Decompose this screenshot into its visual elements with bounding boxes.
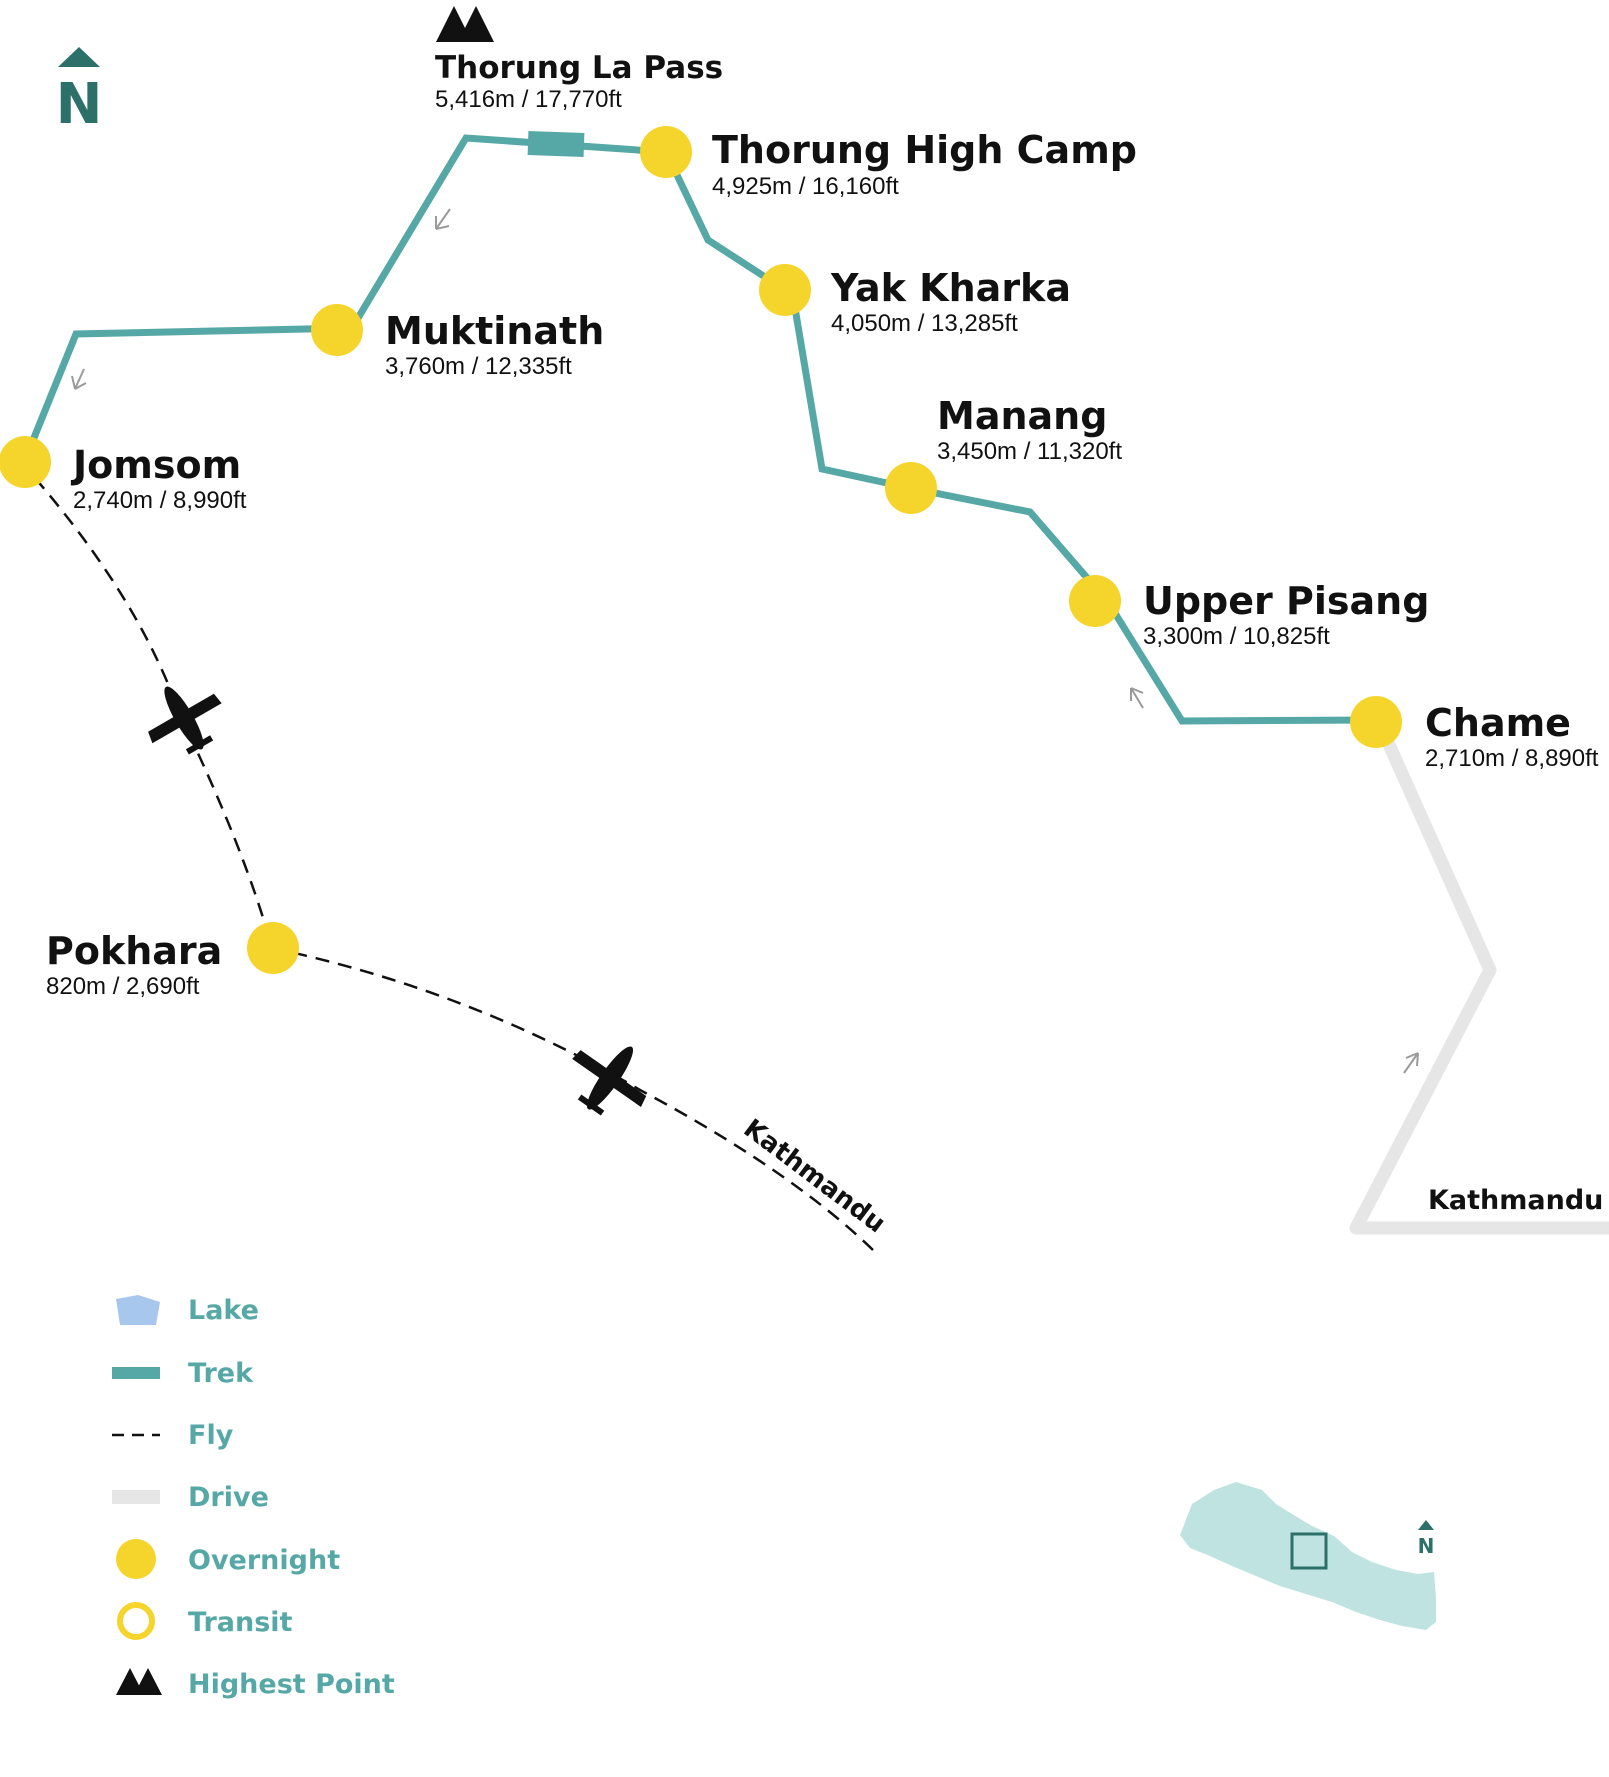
legend-label-lake: Lake [188, 1295, 259, 1326]
legend: Lake Trek Fly Drive Overnight Transit Hi… [112, 1295, 395, 1700]
trek-line-icon [112, 1367, 160, 1379]
overnight-marker-manang [885, 462, 937, 514]
legend-label-transit: Transit [188, 1607, 293, 1638]
place-name-chame: Chame [1425, 701, 1571, 745]
overnight-marker-muktinath [311, 304, 363, 356]
drive-line-icon [112, 1490, 160, 1504]
place-altitude-manang: 3,450m / 11,320ft [937, 438, 1122, 465]
mountain-icon [436, 6, 494, 42]
legend-label-highest-point: Highest Point [188, 1669, 395, 1700]
overnight-marker-upper-pisang [1069, 575, 1121, 627]
place-altitude-upper-pisang: 3,300m / 10,825ft [1143, 623, 1330, 650]
place-name-jomsom: Jomsom [70, 443, 241, 487]
north-arrow-icon: N [56, 47, 103, 137]
place-altitude-muktinath: 3,760m / 12,335ft [385, 353, 572, 380]
overnight-marker-jomsom [0, 436, 51, 488]
legend-label-fly: Fly [188, 1420, 234, 1451]
place-altitude-thorung-high-camp: 4,925m / 16,160ft [712, 173, 899, 200]
legend-label-trek: Trek [188, 1358, 254, 1389]
direction-arrow-icon [71, 368, 87, 390]
legend-label-overnight: Overnight [188, 1545, 340, 1576]
lake-icon [116, 1295, 160, 1325]
mountain-icon [116, 1668, 162, 1695]
direction-arrow-icon [435, 208, 451, 230]
overnight-marker-pokhara [247, 922, 299, 974]
place-name-thorung-high-camp: Thorung High Camp [712, 128, 1137, 172]
inset-north-arrow-icon [1418, 1520, 1434, 1530]
airplane-icon [148, 686, 222, 755]
pass-marker [527, 131, 585, 157]
overnight-dot-icon [116, 1539, 156, 1579]
place-altitude-chame: 2,710m / 8,890ft [1425, 745, 1599, 772]
place-name-muktinath: Muktinath [385, 309, 604, 353]
direction-arrow-icon [1130, 687, 1144, 709]
drive-start-label: Kathmandu [1428, 1185, 1603, 1216]
overnight-marker-chame [1350, 696, 1402, 748]
direction-arrow-icon [1403, 1052, 1419, 1074]
overnight-marker-yak-kharka [759, 264, 811, 316]
place-name-manang: Manang [937, 394, 1107, 438]
place-altitude-pokhara: 820m / 2,690ft [46, 973, 200, 1000]
inset-region-box [1290, 1532, 1328, 1570]
legend-label-drive: Drive [188, 1482, 269, 1513]
highest-point-name: Thorung La Pass [435, 50, 723, 86]
transit-ring-icon [117, 1602, 155, 1640]
airplane-icon [572, 1046, 647, 1116]
highest-point-altitude: 5,416m / 17,770ft [435, 86, 622, 113]
place-altitude-jomsom: 2,740m / 8,990ft [73, 487, 247, 514]
fly-route [34, 477, 874, 1251]
nepal-country-icon: N [1180, 1482, 1436, 1630]
drive-route [1349, 713, 1609, 1235]
place-name-upper-pisang: Upper Pisang [1143, 579, 1429, 623]
overnight-marker-thorung-high-camp [640, 126, 692, 178]
place-name-yak-kharka: Yak Kharka [830, 266, 1071, 310]
inset-north-label: N [1418, 1534, 1435, 1558]
place-name-pokhara: Pokhara [46, 929, 222, 973]
place-altitude-yak-kharka: 4,050m / 13,285ft [831, 310, 1018, 337]
north-arrow-label: N [56, 72, 103, 137]
fly-destination-label: Kathmandu [738, 1114, 891, 1240]
